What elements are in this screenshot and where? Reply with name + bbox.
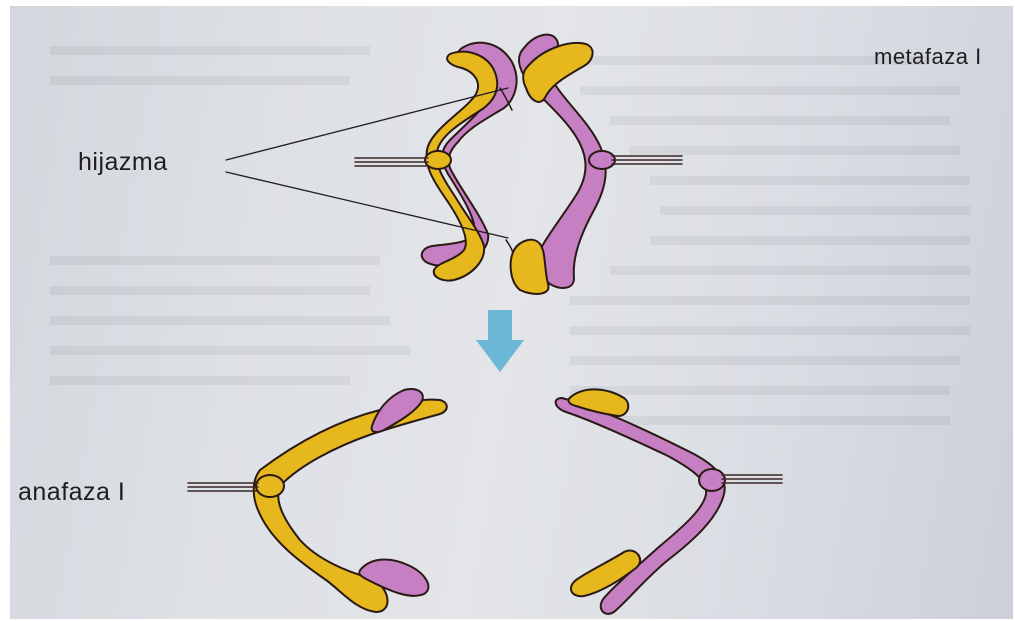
chiasma-label: hijazma [78, 148, 168, 177]
centromere-left [425, 151, 451, 169]
left-chromosome [355, 43, 517, 281]
metaphase-label: metafaza I [874, 44, 982, 70]
down-arrow-icon [476, 310, 524, 372]
anaphase-left-spindle-fibers [188, 483, 258, 491]
anaphase-right-centromere [699, 469, 725, 491]
yellow-tip-bottom-right [511, 240, 549, 294]
anaphase-left-centromere [256, 475, 284, 497]
metaphase-bivalent [355, 35, 682, 294]
right-chromosome [511, 35, 682, 294]
anaphase-left-chromosome [188, 389, 447, 612]
spindle-fibers-right [612, 156, 682, 164]
anaphase-label: anafaza I [18, 478, 125, 507]
centromere-right [589, 151, 615, 169]
anaphase-right-chromosome [556, 389, 782, 613]
anaphase-right-spindle-fibers [722, 475, 782, 483]
spindle-fibers-left [355, 158, 428, 166]
